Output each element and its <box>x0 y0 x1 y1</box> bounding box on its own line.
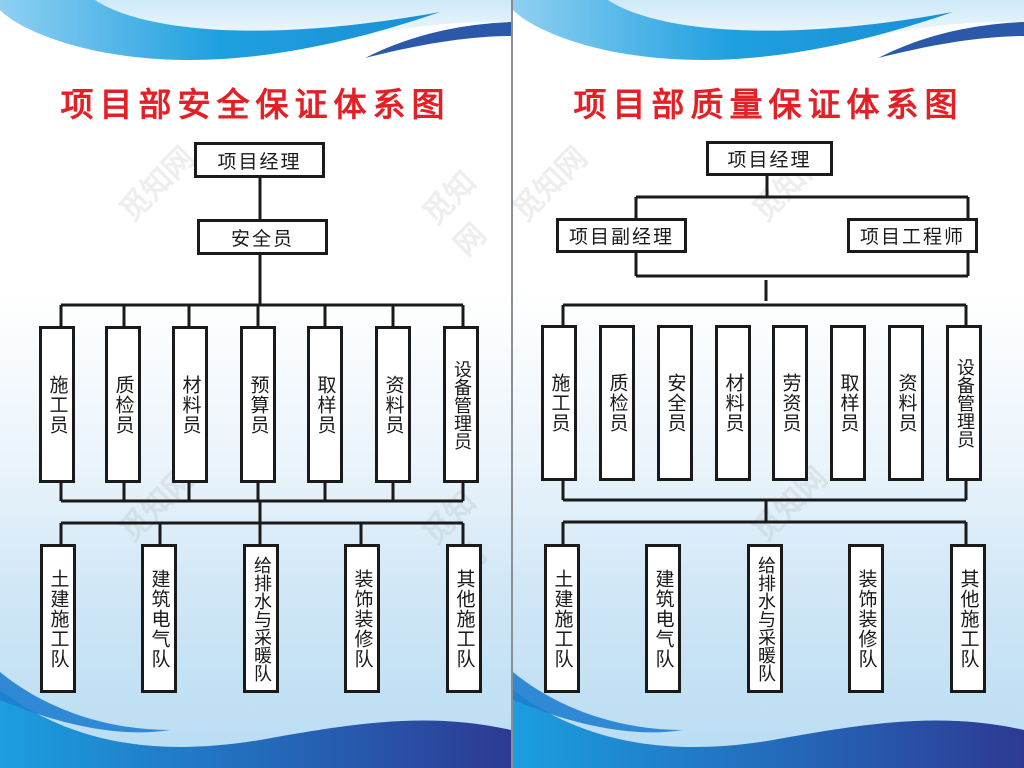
team-box: 土建施工队 <box>544 544 580 693</box>
staff-box: 取样员 <box>830 325 866 481</box>
staff-box: 劳资员 <box>772 325 808 481</box>
team-box: 其他施工队 <box>446 544 482 693</box>
team-box: 土建施工队 <box>40 544 76 693</box>
staff-box: 质检员 <box>105 326 141 483</box>
project-engineer-box: 项目工程师 <box>847 218 978 253</box>
safety-officer-box: 安全员 <box>197 219 328 255</box>
staff-box: 施工员 <box>541 325 577 481</box>
staff-box: 质检员 <box>599 325 635 481</box>
staff-box: 资料员 <box>375 326 411 483</box>
staff-box: 设备管理员 <box>443 326 479 483</box>
staff-box: 取样员 <box>307 326 343 483</box>
staff-box: 预算员 <box>240 326 276 483</box>
wave-decoration <box>0 0 511 768</box>
team-box: 建筑电气队 <box>141 544 177 693</box>
staff-box: 安全员 <box>657 325 693 481</box>
panel-divider <box>511 0 513 768</box>
staff-box: 材料员 <box>172 326 208 483</box>
team-box: 给排水与采暖队 <box>747 544 783 693</box>
staff-box: 材料员 <box>715 325 751 481</box>
project-manager-box: 项目经理 <box>706 141 833 176</box>
wave-decoration <box>513 0 1024 768</box>
safety-system-panel: 觅知网 觅知网 觅知网 觅知网 项目部安全保证体系图 <box>0 0 511 768</box>
chart-title: 项目部安全保证体系图 <box>60 85 451 124</box>
staff-box: 设备管理员 <box>946 325 982 481</box>
team-box: 给排水与采暖队 <box>243 544 279 693</box>
chart-title: 项目部质量保证体系图 <box>573 85 964 124</box>
team-box: 装饰装修队 <box>344 544 380 693</box>
team-box: 其他施工队 <box>950 544 986 693</box>
team-box: 建筑电气队 <box>645 544 681 693</box>
quality-system-panel: 觅知网 觅知网 觅知网 项目部质量保证体系图 项目经理 项目副经理 项目工程师 <box>513 0 1024 768</box>
staff-box: 资料员 <box>888 325 924 481</box>
project-manager-box: 项目经理 <box>194 142 325 178</box>
staff-box: 施工员 <box>39 326 75 483</box>
deputy-manager-box: 项目副经理 <box>556 218 687 253</box>
team-box: 装饰装修队 <box>848 544 884 693</box>
